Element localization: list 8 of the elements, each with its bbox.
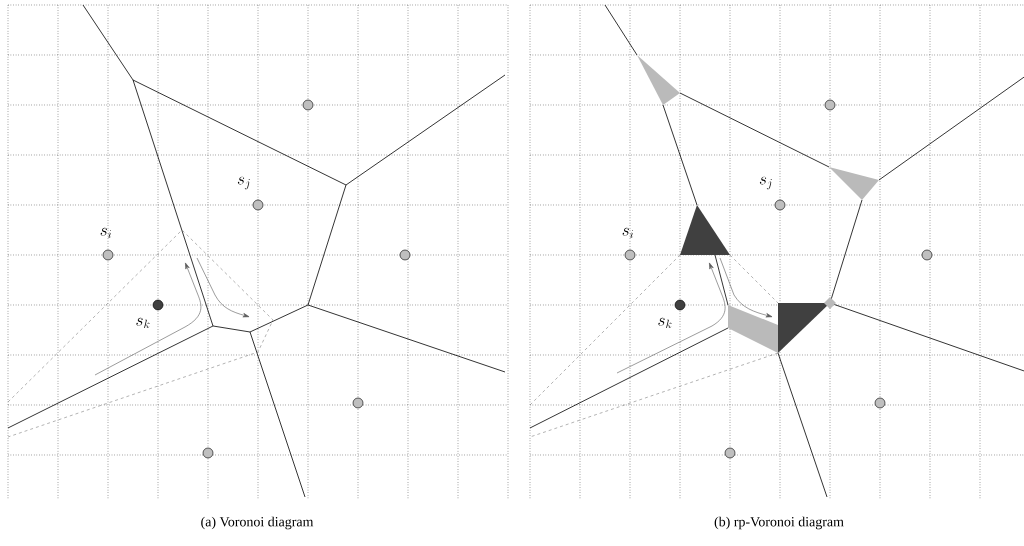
site-label: $s_i$ xyxy=(100,227,112,239)
site-label: $s_j$ xyxy=(237,176,250,190)
site-label: $s_j$ xyxy=(759,176,772,190)
caption: (a) Voronoi diagram xyxy=(201,516,314,530)
site-label: $s_k$ xyxy=(136,317,150,329)
site-label: $s_k$ xyxy=(658,317,672,329)
caption: (b) rp-Voronoi diagram xyxy=(714,516,844,530)
site-label: $s_i$ xyxy=(622,227,634,239)
